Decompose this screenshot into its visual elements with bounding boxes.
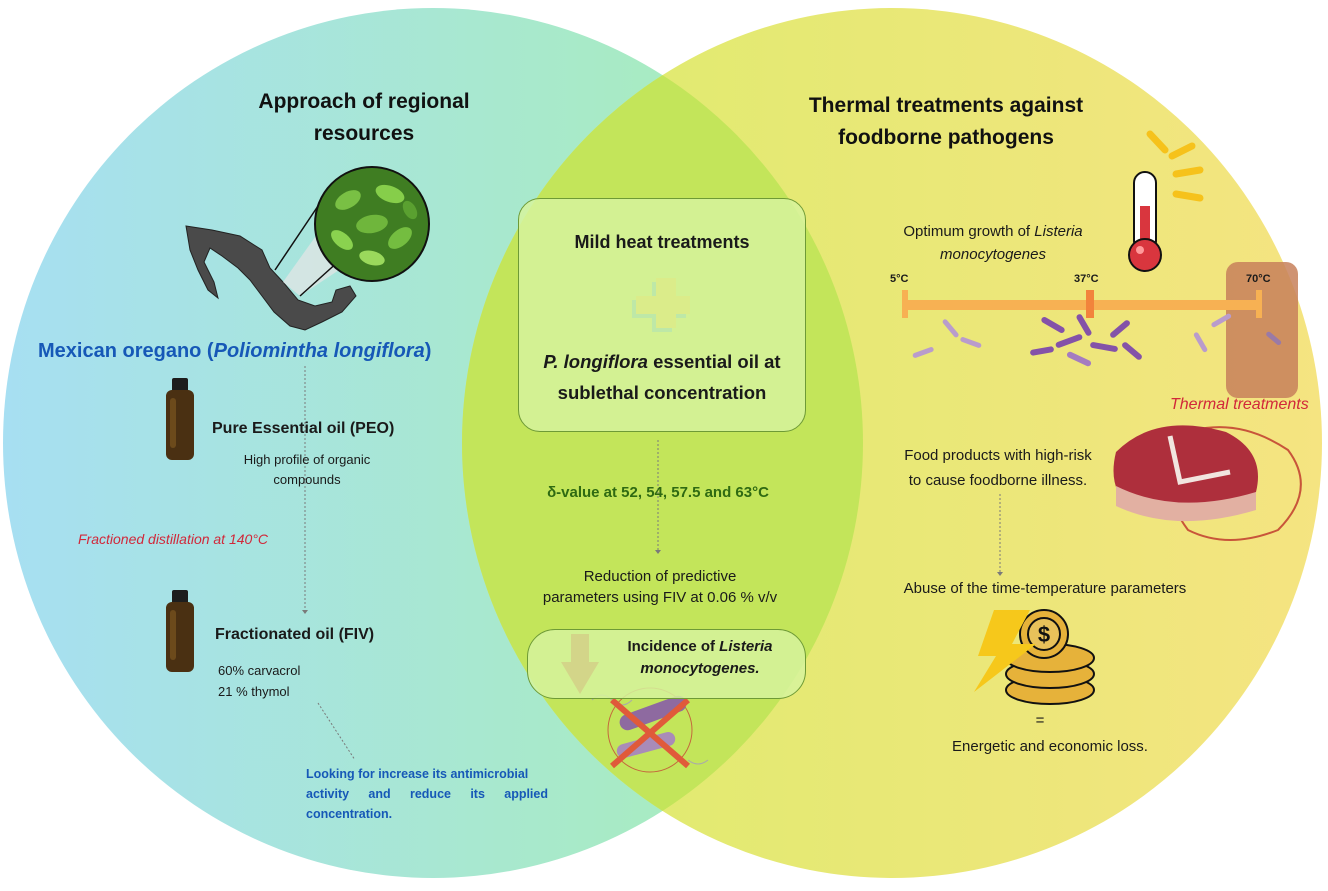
food-products-text: Food products with high-risk to cause fo… (904, 447, 1092, 489)
mexico-map-icon (185, 225, 357, 331)
equals-sign: = (1035, 712, 1045, 729)
right-title: Thermal treatments against foodborne pat… (780, 90, 1112, 154)
svg-text:$: $ (1038, 622, 1050, 647)
temp-37: 37°C (1074, 273, 1099, 285)
left-title: Approach of regional resources (214, 86, 514, 150)
left-title-line1: Approach of regional (258, 90, 470, 113)
incidence-box (527, 629, 806, 699)
reduction-text: Reduction of predictive parameters using… (542, 568, 778, 606)
temp-5: 5°C (890, 273, 909, 285)
lightning-icon (974, 610, 1036, 692)
peo-description: High profile of organic compounds (243, 452, 371, 487)
fiv-composition: 60% carvacrol 21 % thymol (218, 663, 301, 699)
essential-oil-bottle-icon (166, 590, 194, 672)
goal-text: Looking for increase its antimicrobial a… (306, 767, 548, 821)
fiv-title: Fractionated oil (FIV) (215, 626, 375, 643)
left-title-line2: resources (313, 122, 415, 145)
oregano-species: Poliomintha longiflora (213, 340, 425, 362)
thermometer-icon (1128, 171, 1162, 272)
growth-text: Optimum growth of Listeria monocytogenes (903, 223, 1083, 263)
distillation-step: Fractioned distillation at 140°C (78, 531, 269, 547)
delta-value: δ-value at 52, 54, 57.5 and 63°C (547, 484, 769, 501)
mild-heat-title: Mild heat treatments (574, 232, 750, 252)
peo-title: Pure Essential oil (PEO) (212, 420, 395, 437)
oregano-label: Mexican oregano (Poliomintha longiflora) (38, 340, 432, 362)
thermal-zone (1226, 262, 1298, 398)
essential-oil-label: P. longiflora essential oil at sublethal… (543, 351, 781, 403)
essential-oil-bottle-icon (166, 378, 194, 460)
right-title-line1: Thermal treatments against (808, 94, 1084, 117)
bacteria-cluster-icon (912, 313, 1282, 367)
temp-70: 70°C (1246, 273, 1271, 285)
loss-text: Energetic and economic loss. (952, 738, 1148, 755)
coins-icon (1005, 609, 1095, 705)
thermal-treatments-label: Thermal treatments (1170, 396, 1309, 413)
t-bone-steak-icon (1113, 425, 1302, 541)
sun-rays-icon (1146, 130, 1204, 202)
mild-heat-box (518, 198, 806, 432)
oregano-leaves-icon (314, 166, 430, 282)
temperature-bar (903, 300, 1259, 310)
incidence-text: Incidence of Listeria monocytogenes. (627, 638, 773, 677)
right-title-line2: foodborne pathogens (838, 126, 1054, 149)
bacteria-crossed-icon (591, 687, 709, 773)
abuse-text: Abuse of the time-temperature parameters (903, 580, 1187, 597)
